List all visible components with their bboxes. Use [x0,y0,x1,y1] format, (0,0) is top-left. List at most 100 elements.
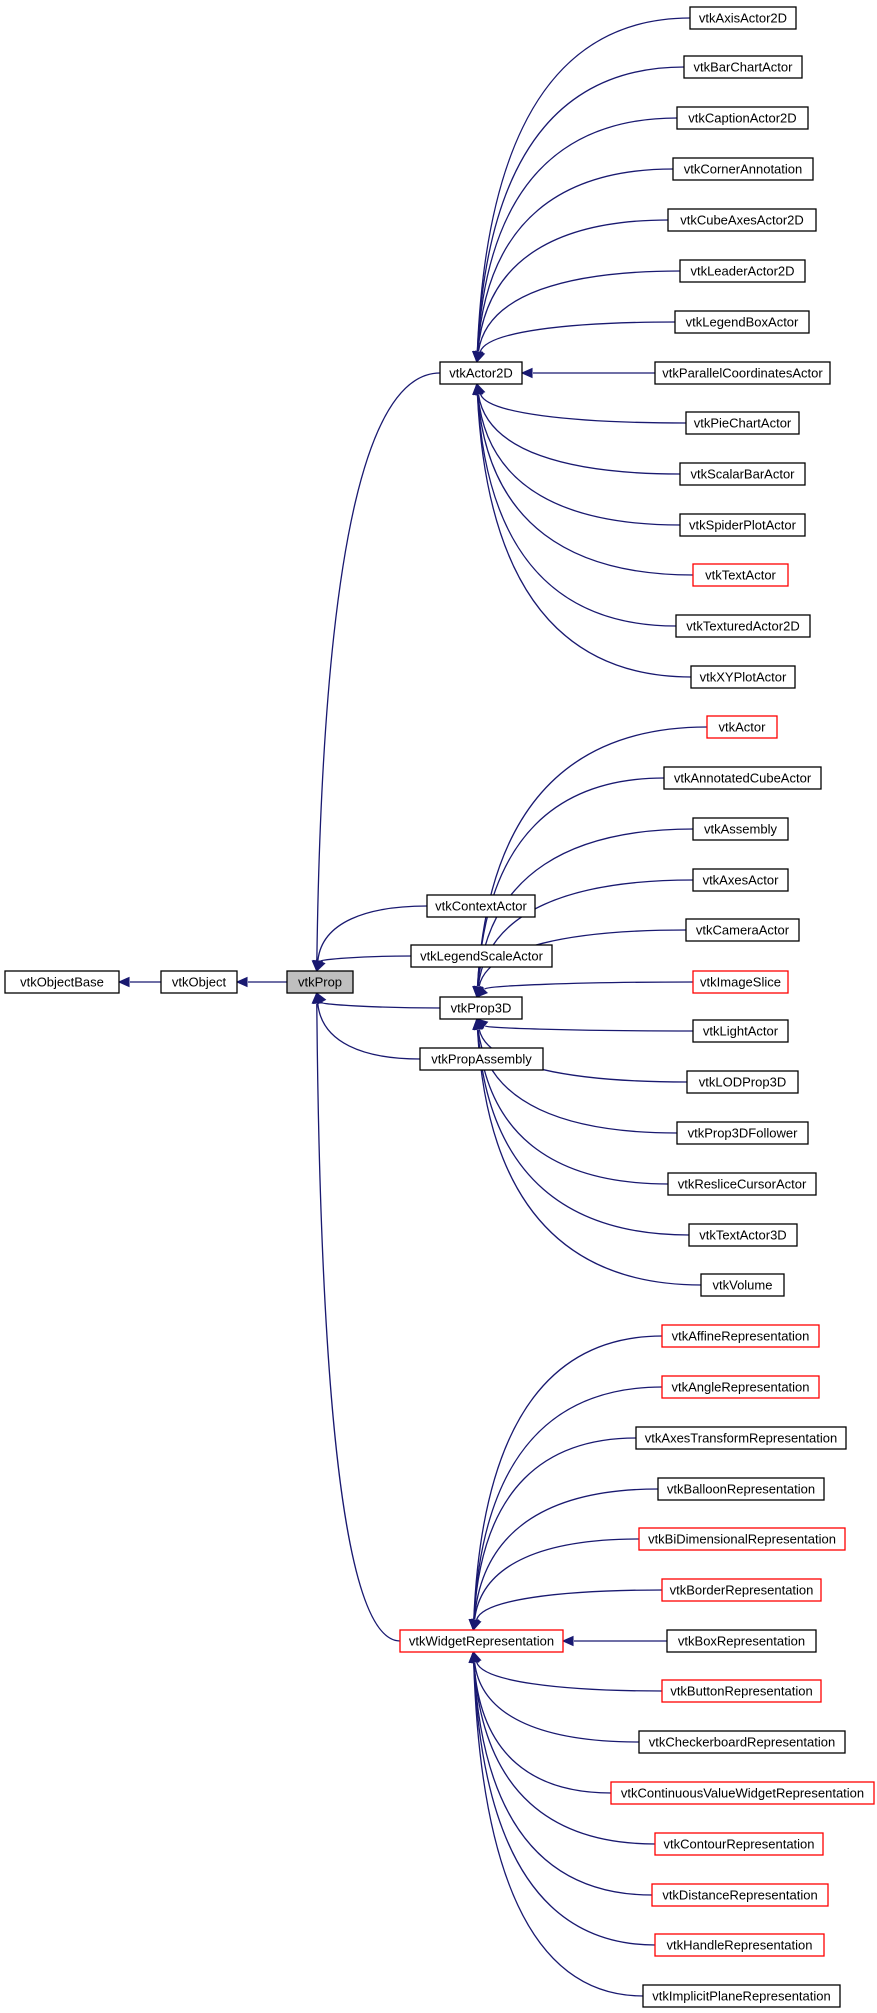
class-box [692,1019,789,1043]
class-label: vtkAssembly [704,822,777,837]
edge-vtk-xy-plot-actor-to-vtk-actor2-d [476,394,692,678]
class-node-vtk-actor[interactable]: vtkActor [706,715,778,739]
edge-vtk-widget-representation-to-vtk-prop [316,1003,401,1642]
class-box [439,996,523,1020]
class-node-vtk-scalar-bar-actor[interactable]: vtkScalarBarActor [679,462,806,486]
class-label: vtkLegendScaleActor [420,949,544,964]
class-node-vtk-widget-representation[interactable]: vtkWidgetRepresentation [399,1629,564,1653]
class-box [675,614,811,638]
class-node-vtk-button-representation[interactable]: vtkButtonRepresentation [661,1679,822,1703]
class-node-vtk-lod-prop3-d[interactable]: vtkLODProp3D [686,1070,799,1094]
class-node-vtk-prop-assembly[interactable]: vtkPropAssembly [419,1047,544,1071]
class-label: vtkBorderRepresentation [670,1583,814,1598]
class-node-vtk-axes-transform-representation[interactable]: vtkAxesTransformRepresentation [635,1426,847,1450]
class-label: vtkButtonRepresentation [670,1684,812,1699]
class-box [667,208,817,232]
class-node-vtk-prop3-d[interactable]: vtkProp3D [439,996,523,1020]
class-node-vtk-reslice-cursor-actor[interactable]: vtkResliceCursorActor [667,1172,817,1196]
class-node-vtk-assembly[interactable]: vtkAssembly [692,817,789,841]
edge-vtk-leader-actor2-d-to-vtk-actor2-d [477,270,681,352]
class-label: vtkImageSlice [700,975,781,990]
edge-vtk-checkerboard-representation-to-vtk-widget-representation [474,1662,640,1743]
class-node-vtk-object-base[interactable]: vtkObjectBase [4,970,120,994]
edge-vtk-light-actor-to-vtk-prop3-d [484,1025,694,1032]
edge-vtk-button-representation-to-vtk-widget-representation [476,1662,663,1692]
class-node-vtk-cube-axes-actor2-d[interactable]: vtkCubeAxesActor2D [667,208,817,232]
class-node-vtk-contour-representation[interactable]: vtkContourRepresentation [654,1832,824,1856]
class-node-vtk-axis-actor2-d[interactable]: vtkAxisActor2D [689,6,797,30]
class-node-vtk-pie-chart-actor[interactable]: vtkPieChartActor [685,411,800,435]
class-node-vtk-corner-annotation[interactable]: vtkCornerAnnotation [672,157,814,181]
edge-vtk-distance-representation-to-vtk-widget-representation [473,1662,653,1896]
class-node-vtk-leader-actor2-d[interactable]: vtkLeaderActor2D [679,259,806,283]
class-node-vtk-caption-actor2-d[interactable]: vtkCaptionActor2D [676,106,809,130]
edge-vtk-text-actor-to-vtk-actor2-d [477,394,694,576]
class-box [690,665,796,689]
class-node-vtk-box-representation[interactable]: vtkBoxRepresentation [666,1629,817,1653]
edge-vtk-corner-annotation-to-vtk-actor2-d [476,168,674,352]
class-node-vtk-xy-plot-actor[interactable]: vtkXYPlotActor [690,665,796,689]
class-node-vtk-image-slice[interactable]: vtkImageSlice [692,970,789,994]
edges-layer [117,17,708,1997]
edge-vtk-text-actor3-d-to-vtk-prop3-d [476,1029,690,1236]
class-box [683,55,803,79]
edge-vtk-volume-to-vtk-prop3-d [476,1029,702,1286]
class-box [661,1324,820,1348]
class-node-vtk-distance-representation[interactable]: vtkDistanceRepresentation [651,1883,829,1907]
class-box [692,817,789,841]
class-box [635,1426,847,1450]
class-node-vtk-checkerboard-representation[interactable]: vtkCheckerboardRepresentation [638,1730,846,1754]
class-node-vtk-legend-box-actor[interactable]: vtkLegendBoxActor [674,310,810,334]
class-box [661,1679,822,1703]
class-node-vtk-camera-actor[interactable]: vtkCameraActor [685,918,800,942]
class-box [410,944,553,968]
class-node-vtk-text-actor3-d[interactable]: vtkTextActor3D [688,1223,798,1247]
class-node-vtk-text-actor[interactable]: vtkTextActor [692,563,789,587]
edge-vtk-axes-transform-representation-to-vtk-widget-representation [473,1437,637,1620]
class-node-vtk-balloon-representation[interactable]: vtkBalloonRepresentation [657,1477,825,1501]
class-node-vtk-spider-plot-actor[interactable]: vtkSpiderPlotActor [679,513,806,537]
class-node-vtk-axes-actor[interactable]: vtkAxesActor [692,868,789,892]
class-node-vtk-bi-dimensional-representation[interactable]: vtkBiDimensionalRepresentation [638,1527,846,1551]
class-box [663,766,822,790]
class-label: vtkObject [172,975,227,990]
class-node-vtk-prop3-d-follower[interactable]: vtkProp3DFollower [676,1121,809,1145]
class-node-vtk-handle-representation[interactable]: vtkHandleRepresentation [654,1933,825,1957]
edge-vtk-caption-actor2-d-to-vtk-actor2-d [476,117,678,352]
class-node-vtk-annotated-cube-actor[interactable]: vtkAnnotatedCubeActor [663,766,822,790]
class-node-vtk-actor2-d[interactable]: vtkActor2D [439,361,523,385]
class-node-vtk-implicit-plane-representation[interactable]: vtkImplicitPlaneRepresentation [642,1984,841,2008]
class-box [672,157,814,181]
class-label: vtkTextActor3D [699,1228,786,1243]
class-box [638,1730,846,1754]
class-label: vtkPropAssembly [431,1052,532,1067]
class-box [666,1629,817,1653]
class-node-vtk-parallel-coordinates-actor[interactable]: vtkParallelCoordinatesActor [654,361,831,385]
class-box [654,1933,825,1957]
class-node-vtk-legend-scale-actor[interactable]: vtkLegendScaleActor [410,944,553,968]
edge-vtk-camera-actor-to-vtk-prop3-d [478,929,687,987]
edge-vtk-implicit-plane-representation-to-vtk-widget-representation [473,1662,644,1997]
arrowhead-vtk-implicit-plane-representation [468,1650,479,1663]
class-box [679,513,806,537]
class-box [676,106,809,130]
class-node-vtk-affine-representation[interactable]: vtkAffineRepresentation [661,1324,820,1348]
class-node-vtk-volume[interactable]: vtkVolume [700,1273,785,1297]
arrowhead-vtk-legend-scale-actor [315,959,326,973]
class-node-vtk-textured-actor2-d[interactable]: vtkTexturedActor2D [675,614,811,638]
class-node-vtk-bar-chart-actor[interactable]: vtkBarChartActor [683,55,803,79]
class-node-vtk-context-actor[interactable]: vtkContextActor [426,894,536,918]
edge-vtk-affine-representation-to-vtk-widget-representation [473,1335,663,1620]
class-node-vtk-object[interactable]: vtkObject [160,970,238,994]
class-node-vtk-prop: vtkProp [286,970,354,994]
class-box [160,970,238,994]
class-node-vtk-angle-representation[interactable]: vtkAngleRepresentation [661,1375,820,1399]
edge-vtk-continuous-value-widget-representation-to-vtk-widget-representation [473,1662,612,1794]
class-box [706,715,778,739]
class-box [689,6,797,30]
class-node-vtk-continuous-value-widget-representation[interactable]: vtkContinuousValueWidgetRepresentation [610,1781,875,1805]
class-node-vtk-border-representation[interactable]: vtkBorderRepresentation [661,1578,822,1602]
class-box [686,1070,799,1094]
class-node-vtk-light-actor[interactable]: vtkLightActor [692,1019,789,1043]
